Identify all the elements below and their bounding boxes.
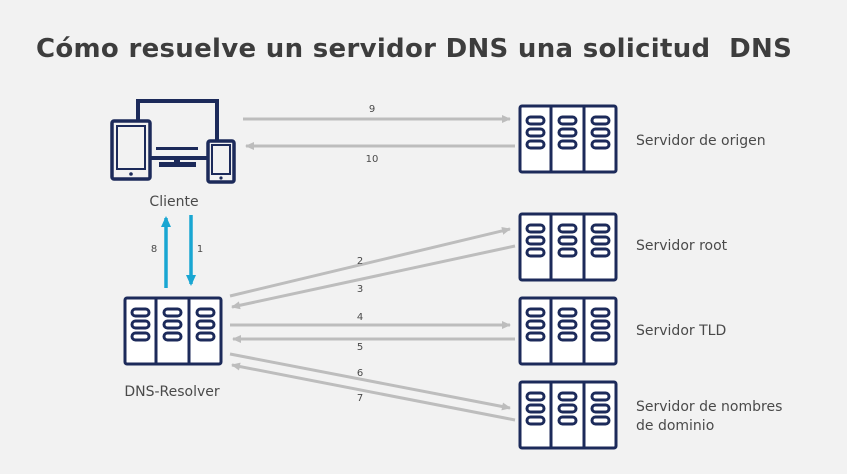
step-label-9: 9 <box>369 104 375 115</box>
root-server-icon <box>518 212 618 282</box>
step-label-4: 4 <box>357 312 363 323</box>
authoritative-server-label-line1: Servidor de nombres <box>636 399 782 415</box>
authoritative-server-label-line2: de dominio <box>636 418 714 434</box>
authoritative-server-icon <box>518 380 618 450</box>
step-label-1: 1 <box>197 244 203 255</box>
resolver-label: DNS-Resolver <box>124 384 220 400</box>
origin-server-icon <box>518 104 618 174</box>
arrow-step-6 <box>229 352 511 411</box>
arrow-step-2 <box>229 226 511 298</box>
root-server-label: Servidor root <box>636 238 728 254</box>
tld-server-icon <box>518 296 618 366</box>
arrow-step-7 <box>231 362 516 422</box>
arrow-step-3 <box>231 244 516 310</box>
step-label-5: 5 <box>357 342 363 353</box>
step-label-3: 3 <box>357 284 363 295</box>
step-label-7: 7 <box>357 393 363 404</box>
resolver-server-icon <box>123 296 223 366</box>
tld-server-label: Servidor TLD <box>636 323 726 339</box>
client-devices-icon <box>110 99 236 184</box>
client-label: Cliente <box>149 194 198 210</box>
page-title: Cómo resuelve un servidor DNS una solici… <box>36 34 793 64</box>
step-label-10: 10 <box>366 154 379 165</box>
origin-server-label: Servidor de origen <box>636 133 766 149</box>
step-label-2: 2 <box>357 256 363 267</box>
step-label-8: 8 <box>151 244 157 255</box>
step-label-6: 6 <box>357 368 363 379</box>
